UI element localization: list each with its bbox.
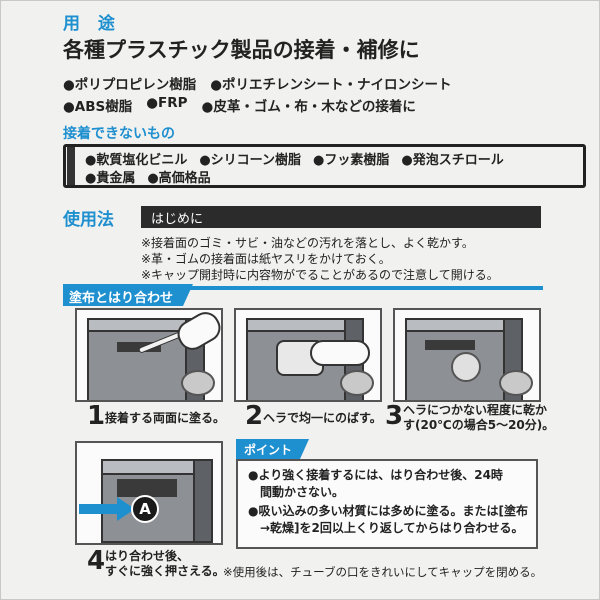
step-4-text-line-1: はり合わせ後、 — [105, 549, 190, 563]
box-body — [87, 330, 187, 400]
glue-spot-icon — [451, 352, 481, 382]
box-side — [193, 459, 213, 543]
step-4-illustration: A — [75, 441, 223, 545]
point-line: ●吸い込みの多い材質には多めに塗る。または[塗布 — [248, 504, 528, 518]
uses-title: 各種プラスチック製品の接着・補修に — [63, 38, 420, 62]
step-2-text: ヘラで均一にのばす。 — [263, 411, 382, 425]
uses-heading: 用 途 — [63, 14, 121, 34]
materials-row-1: ●ポリプロピレン樹脂 ●ポリエチレンシート・ナイロンシート — [63, 73, 466, 93]
method-note: ※接着面のゴミ・サビ・油などの汚れを落とし、よく乾かす。 — [141, 236, 474, 250]
part-a-badge: A — [131, 495, 159, 523]
method-note: ※キャップ開封時に内容物がでることがあるので注意して開ける。 — [141, 268, 499, 282]
cannot-item: ●シリコーン樹脂 — [199, 153, 302, 168]
step-3-number: 3 — [385, 401, 404, 431]
point-tab: ポイント — [236, 439, 310, 459]
cannot-item: ●発泡スチロール — [401, 153, 504, 168]
cap-icon — [499, 370, 533, 396]
materials-row-2: ●ABS樹脂 ●FRP ●皮革・ゴム・布・木などの接着に — [63, 95, 430, 115]
box-slot — [425, 340, 475, 350]
section-rule — [63, 286, 543, 290]
final-note: ※使用後は、チューブの口をきれいにしてキャップを閉める。 — [223, 565, 543, 579]
start-bar: はじめに — [141, 206, 541, 228]
cannot-heading: 接着できないもの — [63, 126, 175, 142]
step-3-illustration — [393, 308, 541, 402]
step-2-number: 2 — [245, 401, 264, 431]
point-line: ●より強く接着するには、はり合わせ後、24時 — [248, 468, 503, 482]
point-line: →乾燥]を2回以上くり返してからはり合わせる。 — [260, 521, 524, 535]
step-1-number: 1 — [87, 401, 106, 431]
point-line: 間動かさない。 — [260, 485, 345, 499]
cannot-box-accent — [67, 147, 75, 185]
point-box: ●より強く接着するには、はり合わせ後、24時 間動かさない。 ●吸い込みの多い材… — [236, 459, 538, 549]
material-item: ●皮革・ゴム・布・木などの接着に — [201, 99, 416, 115]
step-1-text: 接着する両面に塗る。 — [105, 411, 226, 425]
cannot-item: ●フッ素樹脂 — [313, 153, 390, 168]
box-slot — [117, 479, 177, 497]
cannot-item: ●貴金属 — [85, 171, 136, 186]
hand-icon — [310, 340, 370, 366]
arrow-right-icon — [79, 497, 135, 521]
cannot-item: ●軟質塩化ビニル — [85, 153, 188, 168]
step-3-text-line-1: ヘラにつかない程度に乾か — [403, 403, 548, 417]
cannot-box — [63, 144, 586, 188]
method-heading: 使用法 — [63, 210, 114, 230]
section-tab: 塗布とはり合わせ — [63, 284, 194, 306]
step-1-illustration — [75, 308, 223, 402]
cannot-item: ●高価格品 — [147, 171, 211, 186]
step-4-text-line-2: すぐに強く押さえる。 — [105, 564, 225, 578]
cannot-line-2: ●貴金属 ●高価格品 — [85, 167, 223, 186]
material-item: ●ABS樹脂 — [63, 99, 133, 115]
method-note: ※革・ゴムの接着面は紙ヤスリをかけておく。 — [141, 252, 391, 266]
cap-icon — [181, 370, 215, 396]
cannot-line-1: ●軟質塩化ビニル ●シリコーン樹脂 ●フッ素樹脂 ●発泡スチロール — [85, 149, 516, 168]
material-item: ●FRP — [146, 95, 188, 111]
step-3-text-line-2: す(20℃の場合5～20分)。 — [403, 418, 555, 432]
step-2-illustration — [234, 308, 382, 402]
step-4-number: 4 — [87, 546, 106, 576]
material-item: ●ポリエチレンシート・ナイロンシート — [210, 77, 452, 93]
material-item: ●ポリプロピレン樹脂 — [63, 77, 197, 93]
spatula-tip-icon — [340, 370, 374, 396]
